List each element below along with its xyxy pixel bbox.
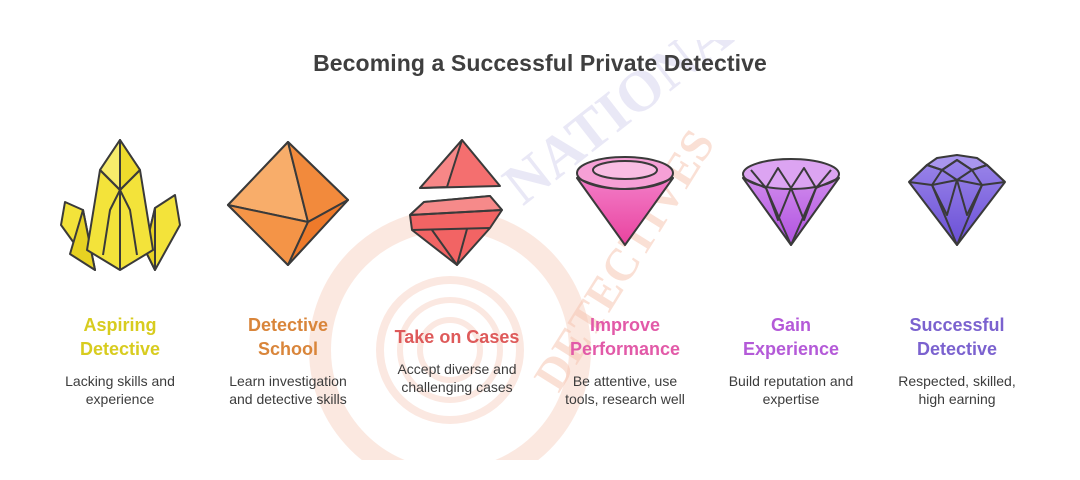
stage-description: Build reputation and expertise <box>706 372 876 408</box>
stage-title-line: Successful <box>909 315 1005 335</box>
stage-title-line: School <box>257 339 318 359</box>
stage-description: Accept diverse and challenging cases <box>372 360 542 396</box>
page-title: Becoming a Successful Private Detective <box>313 50 767 76</box>
orange-octahedron-icon <box>227 141 349 266</box>
stage-description: Be attentive, use tools, research well <box>540 372 710 408</box>
stage-desc-line: Build reputation and <box>728 373 854 389</box>
stage-title: Detective School <box>203 313 373 361</box>
purple-faceted-gem-icon <box>742 158 840 246</box>
violet-brilliant-diamond-icon <box>908 154 1006 246</box>
stage-title: Gain Experience <box>706 313 876 361</box>
stage-title-line: Improve <box>589 315 661 335</box>
stage-title-line: Aspiring <box>83 315 157 335</box>
stage-desc-line: Respected, skilled, <box>898 373 1016 389</box>
stage-title: Improve Performance <box>540 313 710 361</box>
stage-take-on-cases: Take on Cases Accept diverse and challen… <box>372 0 542 480</box>
stage-description: Lacking skills and experience <box>35 372 205 408</box>
stage-detective-school: Detective School Learn investigation and… <box>203 0 373 480</box>
stage-description: Respected, skilled, high earning <box>872 372 1042 408</box>
red-split-gem-icon <box>409 139 503 266</box>
stage-title-line: Detective <box>916 339 998 359</box>
stage-improve-performance: Improve Performance Be attentive, use to… <box>540 0 710 480</box>
stage-title: Successful Detective <box>872 313 1042 361</box>
stage-description: Learn investigation and detective skills <box>203 372 373 408</box>
stage-gain-experience: Gain Experience Build reputation and exp… <box>706 0 876 480</box>
stage-desc-line: Learn investigation <box>229 373 347 389</box>
stage-desc-line: Be attentive, use <box>572 373 678 389</box>
stage-desc-line: tools, research well <box>565 391 685 407</box>
stage-title: Aspiring Detective <box>35 313 205 361</box>
stage-title: Take on Cases <box>372 325 542 349</box>
yellow-crystal-cluster-icon <box>60 139 181 271</box>
stage-successful-detective: Successful Detective Respected, skilled,… <box>872 0 1042 480</box>
stage-title-line: Gain <box>770 315 811 335</box>
stage-desc-line: expertise <box>762 391 820 407</box>
pink-gem-icon <box>576 156 674 246</box>
stage-title-line: Performance <box>569 339 681 359</box>
stage-title-line: Take on Cases <box>394 327 520 347</box>
stage-title-line: Detective <box>247 315 329 335</box>
stage-desc-line: experience <box>85 391 155 407</box>
stage-desc-line: high earning <box>918 391 996 407</box>
stage-desc-line: Accept diverse and <box>397 361 517 377</box>
stage-title-line: Experience <box>742 339 840 359</box>
stage-desc-line: Lacking skills and <box>65 373 175 389</box>
stage-title-line: Detective <box>79 339 161 359</box>
stage-desc-line: challenging cases <box>401 379 513 395</box>
stage-desc-line: and detective skills <box>229 391 347 407</box>
stage-aspiring-detective: Aspiring Detective Lacking skills and ex… <box>35 0 205 480</box>
